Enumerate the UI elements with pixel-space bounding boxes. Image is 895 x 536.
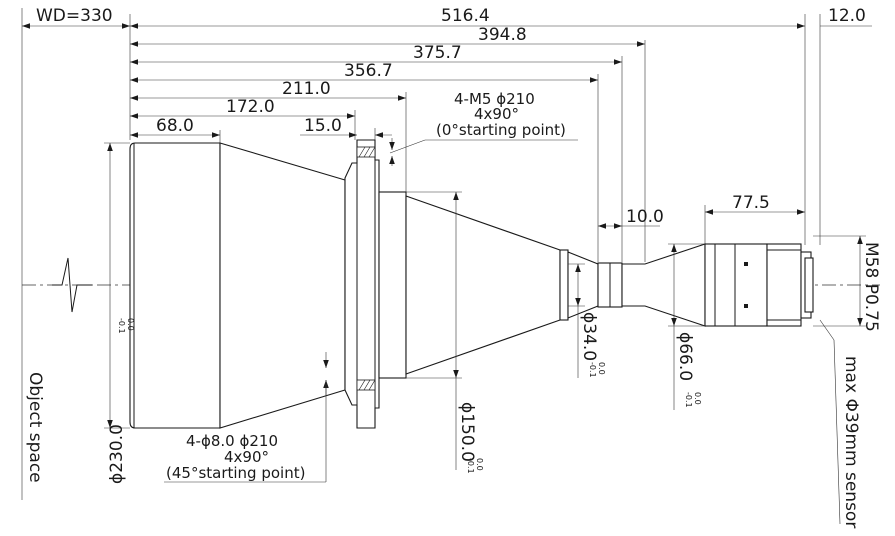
neck-taper: [567, 251, 599, 319]
dim-wd: WD=330: [36, 6, 113, 26]
dim-375: 375.7: [413, 43, 462, 63]
horizontal-dimensions: WD=330 516.4 12.0 394.8 375.7 356.7 211.…: [22, 6, 872, 262]
break-symbol: [52, 257, 92, 313]
diameter-dimensions: ϕ230.0 0.0 -0.1 ϕ150.0 0.0 -0.1 ϕ34.0 0.…: [104, 142, 881, 528]
dia-66: ϕ66.0: [675, 332, 695, 381]
dia-150: ϕ150.0: [457, 402, 477, 462]
tol-230-lower: -0.1: [117, 318, 126, 334]
note-m5-3: (0°starting point): [436, 121, 566, 139]
thread-label: M58 P0.75: [861, 242, 881, 332]
h8-callout: 4-ϕ8.0 ϕ210 4x90° (45°starting point): [164, 352, 329, 483]
dim-12: 12.0: [828, 6, 866, 26]
dim-211: 211.0: [282, 79, 331, 99]
flange-hole-bottom: [356, 379, 376, 391]
rear-barrel: [704, 243, 768, 327]
note-h8-1: 4-ϕ8.0 ϕ210: [186, 432, 278, 450]
dim-77: 77.5: [732, 193, 770, 213]
sensor-label: max Φ39mm sensor: [841, 356, 861, 528]
tol-230-upper: 0.0: [126, 318, 135, 331]
m5-callout: 4-M5 ϕ210 4x90° (0°starting point): [389, 90, 578, 166]
dim-394: 394.8: [478, 25, 527, 45]
mount-thread: [804, 257, 814, 313]
dim-10: 10.0: [626, 207, 664, 227]
main-cone: [405, 195, 561, 375]
note-m5-1: 4-M5 ϕ210: [454, 90, 535, 108]
note-h8-2: 4x90°: [224, 448, 269, 466]
flange-hole-top: [356, 146, 376, 158]
rear-cone: [621, 243, 706, 327]
tol-34-upper: 0.0: [597, 362, 606, 375]
tol-150-lower: -0.1: [466, 458, 475, 474]
tol-34-lower: -0.1: [588, 362, 597, 378]
object-space-label: Object space: [25, 372, 45, 483]
dim-172: 172.0: [226, 97, 275, 117]
dia-230: ϕ230.0: [107, 424, 127, 484]
front-barrel: [129, 142, 221, 429]
rear-collar: [378, 191, 407, 379]
dim-356: 356.7: [344, 61, 393, 81]
rear-ring: [766, 243, 802, 327]
note-m5-2: 4x90°: [474, 105, 519, 123]
dia-34: ϕ34.0: [579, 312, 599, 361]
tol-66-upper: 0.0: [693, 392, 702, 405]
tol-66-lower: -0.1: [684, 392, 693, 408]
lens-body: [129, 139, 814, 429]
note-h8-3: (45°starting point): [166, 464, 305, 482]
dim-516: 516.4: [441, 6, 490, 26]
neck-front: [559, 249, 569, 321]
tol-150-upper: 0.0: [475, 458, 484, 471]
dim-68: 68.0: [156, 116, 194, 136]
dim-15: 15.0: [304, 116, 342, 136]
